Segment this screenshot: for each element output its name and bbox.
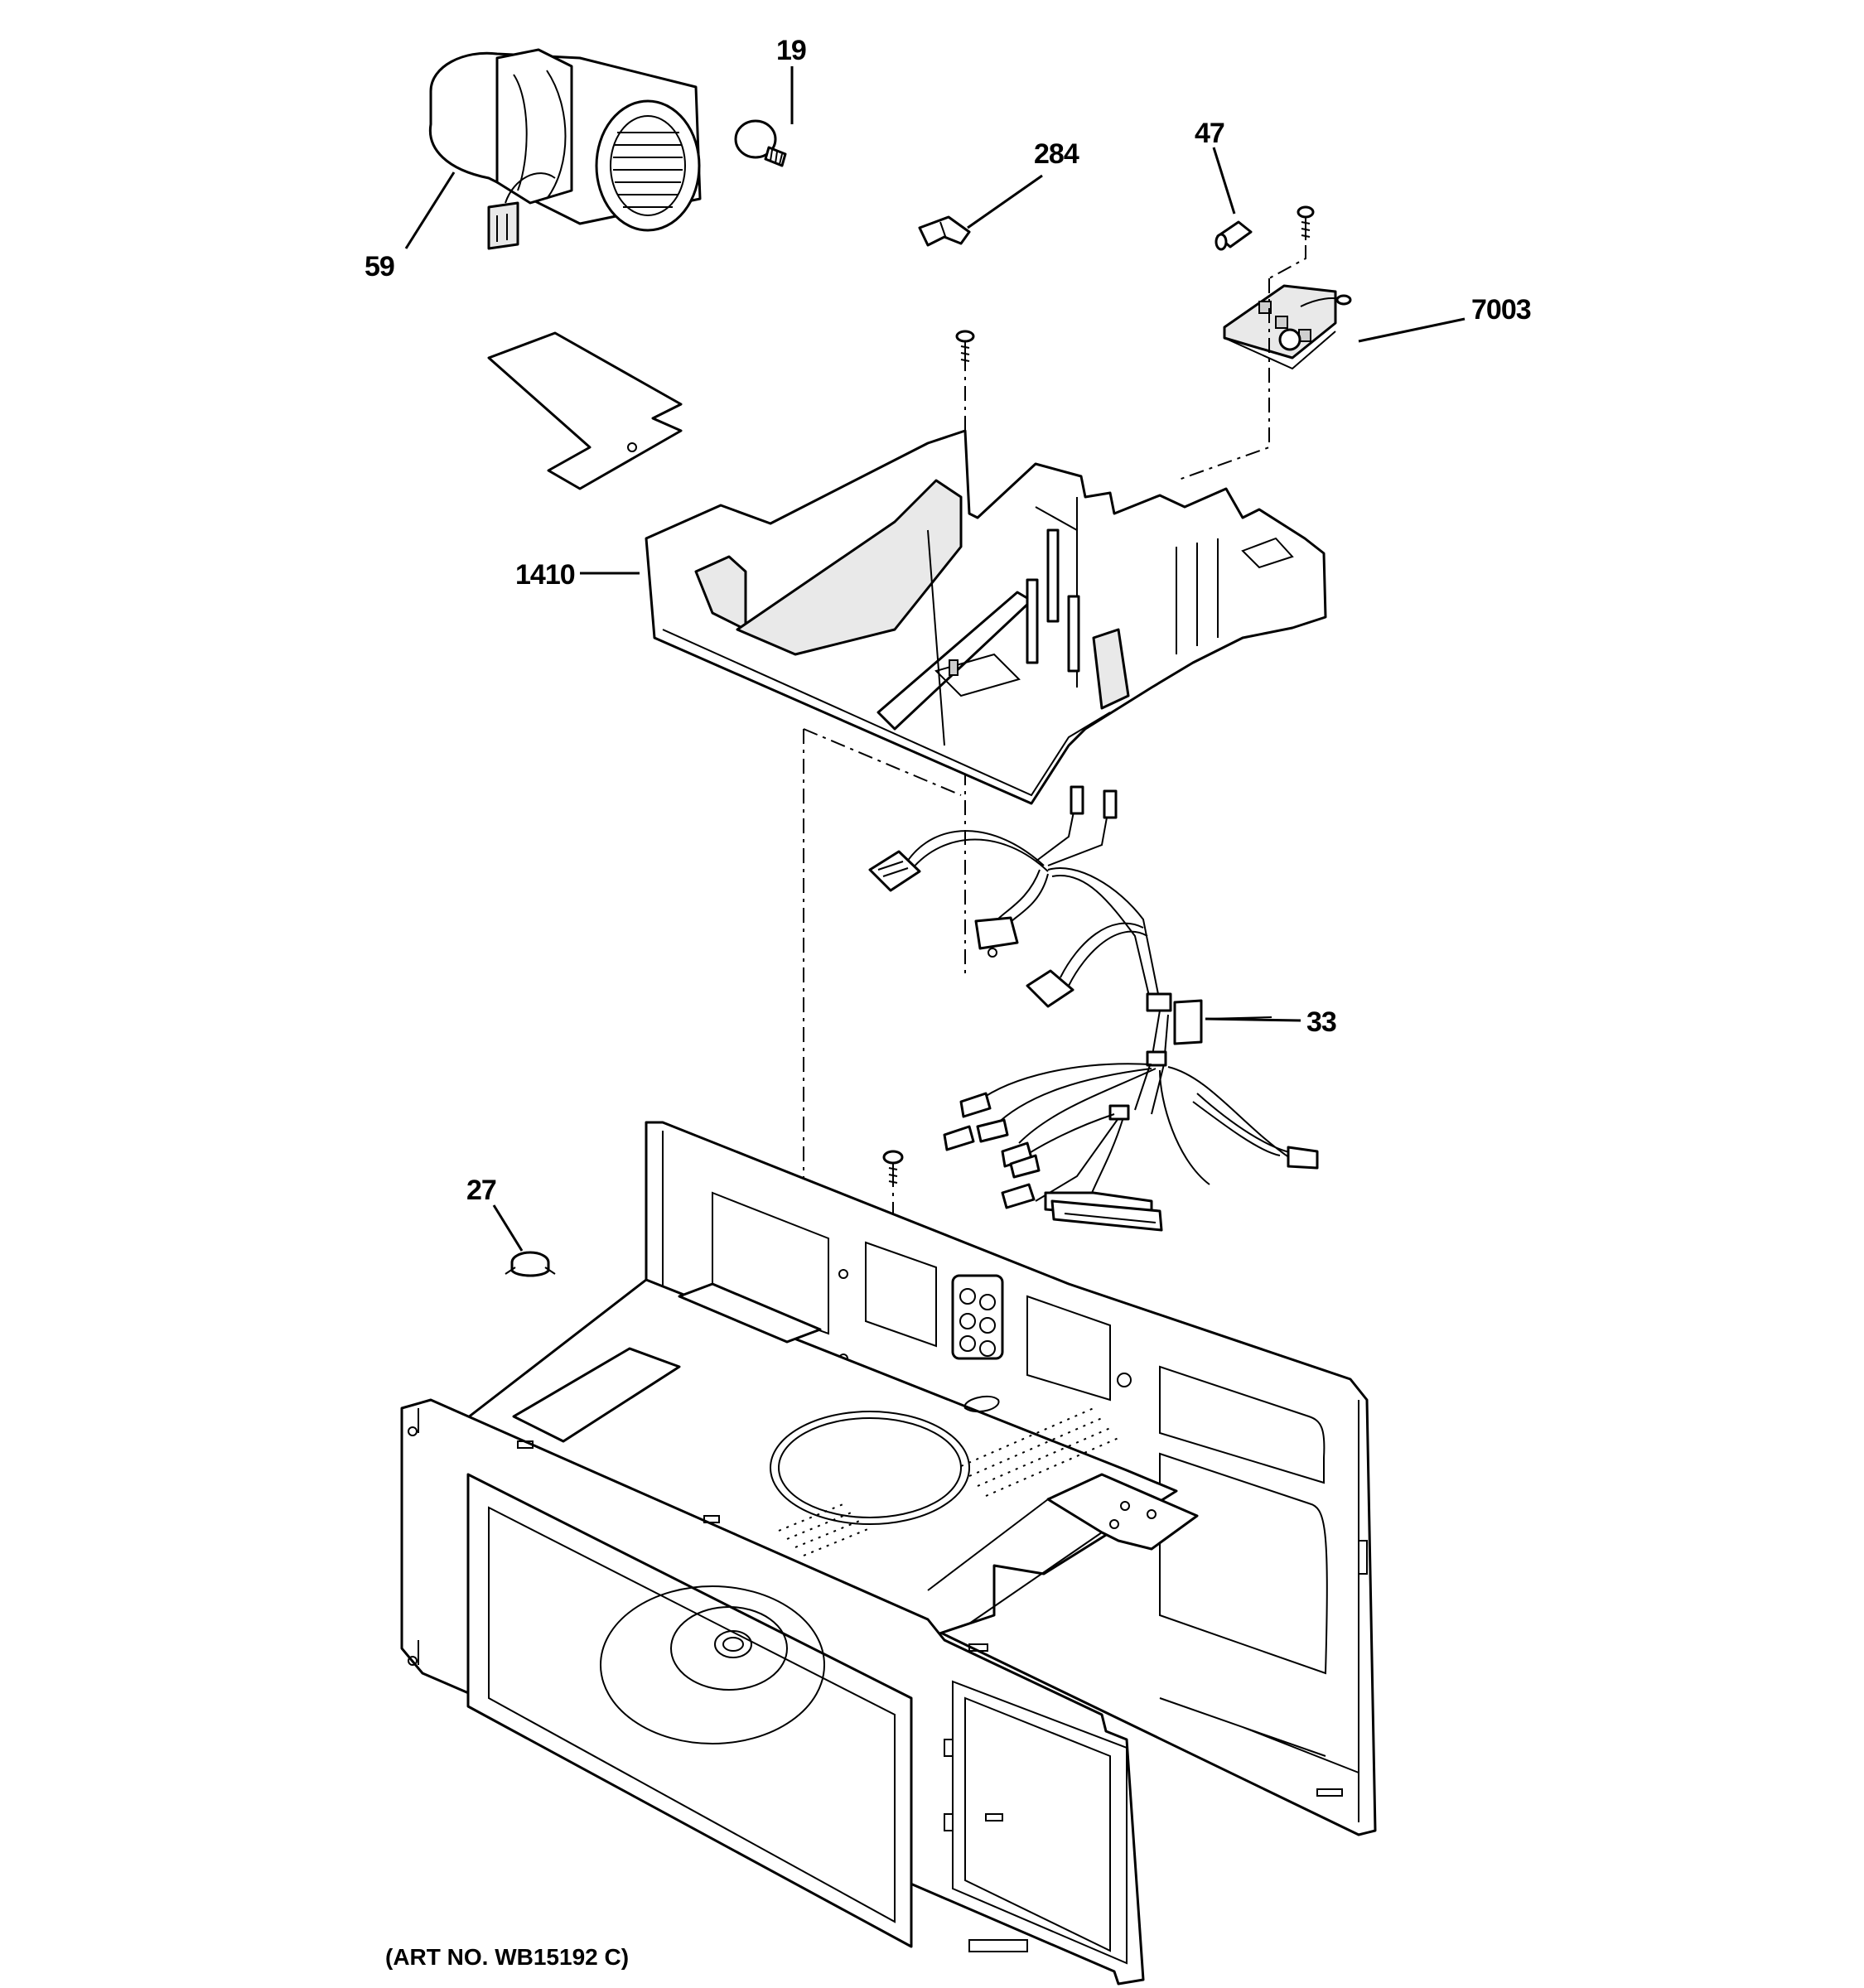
insulation-sheet[interactable] <box>487 331 683 490</box>
callout-7003-leader <box>1358 317 1466 343</box>
fan-motor-assembly[interactable] <box>428 48 702 250</box>
callout-47: 47 <box>1195 118 1224 149</box>
cavity-screw[interactable] <box>882 1150 904 1186</box>
callout-33: 33 <box>1306 1006 1336 1038</box>
board-screw[interactable] <box>1297 205 1315 240</box>
callout-284-leader <box>967 174 1043 229</box>
wire-harness[interactable] <box>868 785 1319 1232</box>
bulb[interactable] <box>734 119 787 167</box>
fuse[interactable] <box>1214 220 1253 251</box>
art-number-label: (ART NO. WB15192 C) <box>385 1944 629 1970</box>
callout-59-leader <box>404 171 456 249</box>
callout-47-leader <box>1212 147 1236 215</box>
callout-27: 27 <box>466 1175 496 1206</box>
oven-cavity-chassis[interactable] <box>400 1121 1377 1986</box>
clip[interactable] <box>918 215 971 247</box>
callout-19: 19 <box>776 35 806 66</box>
control-board[interactable] <box>1223 284 1352 370</box>
callout-59: 59 <box>365 251 394 282</box>
callout-1410: 1410 <box>515 559 575 591</box>
air-duct[interactable] <box>645 429 1327 805</box>
callout-33-leader <box>1205 1017 1301 1022</box>
callout-7003: 7003 <box>1471 294 1531 326</box>
duct-screw[interactable] <box>955 330 975 366</box>
callout-284: 284 <box>1034 138 1079 170</box>
alignment-line-board <box>1176 245 1306 481</box>
callout-27-leader <box>492 1204 524 1252</box>
thermostat[interactable] <box>505 1251 556 1277</box>
